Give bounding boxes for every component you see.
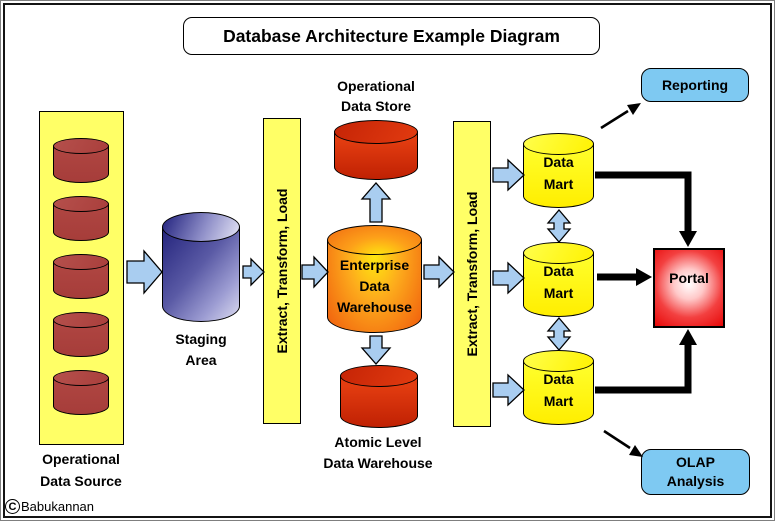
cylinder-top-ellipse	[53, 312, 109, 328]
data-mart-cylinder-3: Data Mart	[523, 350, 594, 425]
arrowhead-portal-left	[636, 268, 652, 286]
source-db-cylinder-5	[53, 370, 109, 415]
arrow-to-reporting	[600, 109, 629, 130]
atomic-level-dw-cylinder	[340, 365, 418, 428]
enterprise-data-warehouse-label: Enterprise Data Warehouse	[337, 257, 412, 315]
cylinder-top-ellipse	[340, 365, 418, 387]
copyright-name: Babukannan	[21, 499, 95, 514]
arrow-etl-right-to-mart-3	[492, 373, 525, 407]
data-mart-cylinder-1: Data Mart	[523, 133, 594, 208]
cylinder-top-ellipse	[53, 138, 109, 154]
arrow-etl-right-to-mart-1	[492, 158, 525, 192]
diagram-title: Database Architecture Example Diagram	[183, 17, 600, 55]
arrow-edw-to-atomic	[360, 335, 392, 365]
operational-data-source-label: Operational Data Source	[40, 451, 122, 489]
double-arrow-mart2-mart3	[546, 316, 572, 352]
staging-area-label: Staging Area	[175, 331, 227, 368]
operational-data-store-label: Operational Data Store	[337, 78, 415, 114]
olap-analysis-callout: OLAP Analysis	[641, 449, 750, 495]
cylinder-top-ellipse	[523, 133, 594, 155]
cylinder-top-ellipse	[327, 225, 422, 255]
arrow-staging-to-etl-left	[242, 257, 265, 287]
arrowhead-portal-top	[679, 231, 697, 247]
data-mart-cylinder-2: Data Mart	[523, 242, 594, 317]
arrow-edw-to-ods	[360, 182, 392, 223]
etl-bar-right	[453, 121, 491, 427]
arrowhead-portal-bottom	[679, 329, 697, 345]
arrow-source-to-staging	[126, 249, 163, 295]
etl-bar-left	[263, 118, 301, 424]
arrow-edw-to-etl-right	[423, 255, 455, 289]
cylinder-top-ellipse	[53, 370, 109, 386]
cylinder-top-ellipse	[53, 254, 109, 270]
copyright-watermark: C Babukannan	[5, 499, 98, 514]
arrow-to-olap	[603, 429, 631, 450]
staging-area-cylinder	[162, 212, 240, 322]
cylinder-top-ellipse	[53, 196, 109, 212]
arrow-etl-left-to-edw	[301, 255, 329, 289]
arrow-etl-right-to-mart-2	[492, 261, 525, 295]
cylinder-top-ellipse	[162, 212, 240, 242]
data-mart-1-label: Data Mart	[543, 154, 574, 192]
connector-mart3-to-portal	[595, 345, 692, 394]
enterprise-data-warehouse-cylinder: Enterprise Data Warehouse	[327, 225, 422, 333]
data-mart-2-label: Data Mart	[543, 263, 574, 301]
source-db-cylinder-4	[53, 312, 109, 357]
double-arrow-mart1-mart2	[546, 208, 572, 244]
source-db-cylinder-2	[53, 196, 109, 241]
data-mart-3-label: Data Mart	[543, 371, 574, 409]
reporting-callout: Reporting	[641, 68, 749, 102]
portal-box: Portal	[653, 248, 725, 328]
atomic-level-dw-label: Atomic Level Data Warehouse	[323, 434, 433, 471]
cylinder-top-ellipse	[334, 120, 418, 144]
operational-data-store-cylinder	[334, 120, 418, 180]
source-db-cylinder-1	[53, 138, 109, 183]
copyright-icon: C	[5, 499, 20, 514]
connector-mart1-to-portal	[595, 171, 692, 231]
arrowhead-reporting	[627, 103, 641, 115]
source-db-cylinder-3	[53, 254, 109, 299]
